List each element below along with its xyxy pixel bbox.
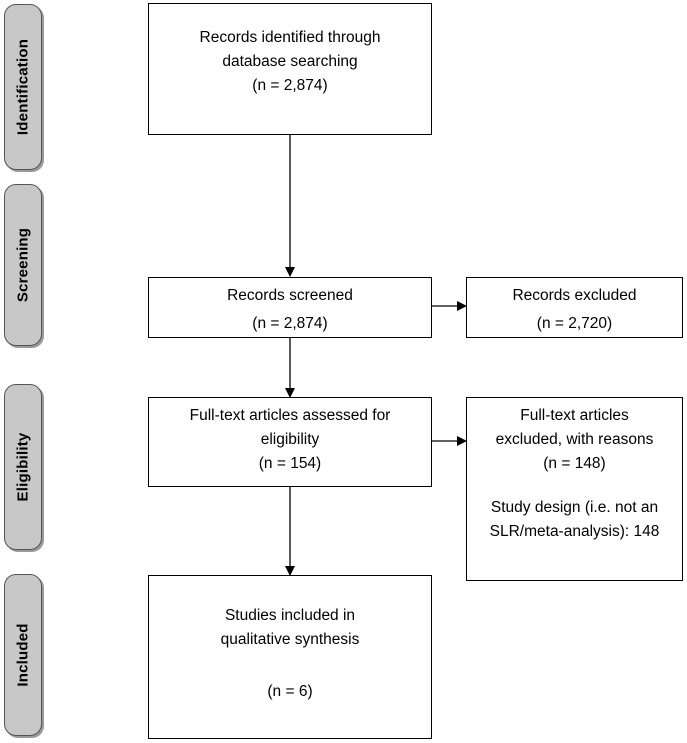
excluded-count: (n = 2,720)	[536, 315, 613, 332]
fulltext-excluded-box: Full-text articles excluded, with reason…	[466, 397, 683, 581]
included-box: Studies included in qualitative synthesi…	[148, 575, 432, 739]
screened-box: Records screened (n = 2,874)	[148, 277, 432, 338]
fulltext-excluded-count: (n = 148)	[543, 455, 606, 472]
stage-eligibility: Eligibility	[4, 384, 42, 550]
identified-box: Records identified through database sear…	[148, 3, 432, 135]
fulltext-excluded-reason-line2: SLR/meta-analysis): 148	[489, 523, 660, 540]
fulltext-excluded-line2: excluded, with reasons	[495, 431, 654, 448]
included-line1: Studies included in	[224, 607, 356, 624]
assessed-box: Full-text articles assessed for eligibil…	[148, 397, 432, 487]
identified-line1: Records identified through	[199, 29, 381, 46]
fulltext-excluded-reason-line1: Study design (i.e. not an	[490, 499, 659, 516]
excluded-box: Records excluded (n = 2,720)	[466, 277, 683, 338]
included-count: (n = 6)	[267, 683, 313, 700]
stage-included: Included	[4, 574, 42, 736]
included-line2: qualitative synthesis	[220, 631, 360, 648]
stage-screening: Screening	[4, 184, 42, 346]
stage-identification: Identification	[4, 4, 42, 170]
identified-count: (n = 2,874)	[252, 77, 328, 94]
screened-line1: Records screened	[227, 287, 353, 304]
fulltext-excluded-line1: Full-text articles	[520, 407, 629, 424]
assessed-line2: eligibility	[260, 431, 320, 448]
identified-line2: database searching	[222, 53, 358, 70]
assessed-count: (n = 154)	[258, 455, 322, 472]
screened-count: (n = 2,874)	[252, 315, 328, 332]
excluded-line1: Records excluded	[512, 287, 637, 304]
assessed-line1: Full-text articles assessed for	[189, 407, 391, 424]
